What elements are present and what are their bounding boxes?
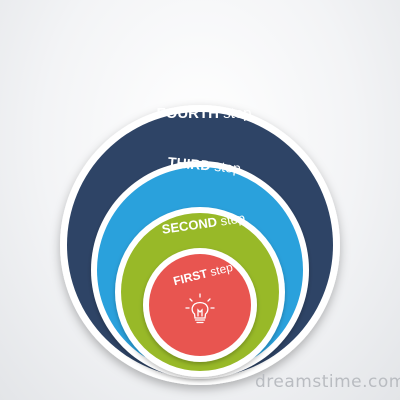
step-third-suffix: step <box>210 158 242 177</box>
lightbulb-icon <box>185 293 215 324</box>
step-fourth-label: FOURTH step <box>156 105 251 122</box>
step-fourth-suffix: step <box>219 105 252 122</box>
step-third-label: THIRD step <box>167 154 241 176</box>
step-second-suffix: step <box>216 210 246 229</box>
step-fourth-word: FOURTH <box>156 105 219 122</box>
step-first-circle <box>149 254 251 356</box>
watermark-text: dreamstime.com <box>255 372 400 392</box>
step-third-word: THIRD <box>167 154 211 174</box>
step-first: FIRST step <box>143 248 257 362</box>
step-first-suffix: step <box>206 260 235 280</box>
